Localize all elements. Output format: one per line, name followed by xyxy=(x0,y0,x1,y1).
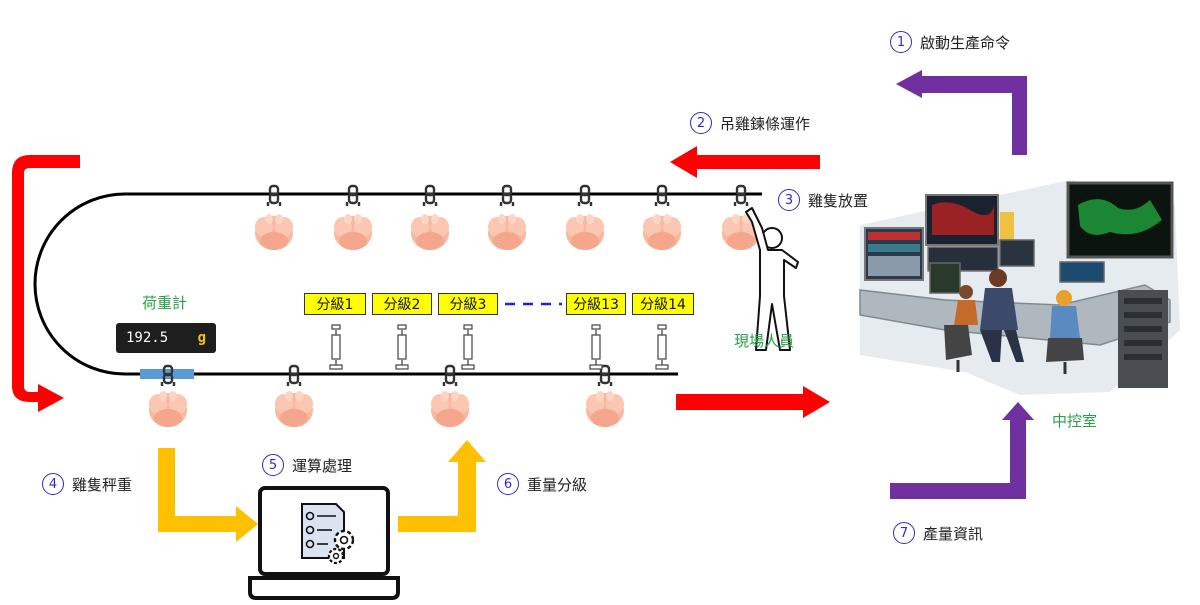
step-7-production-info: 7 產量資訊 xyxy=(893,522,983,544)
chain-run-arrow xyxy=(670,146,820,178)
step-2-chain-operation: 2 吊雞鍊條運作 xyxy=(690,112,810,134)
production-info-arrow xyxy=(890,402,1034,499)
step-6-weight-grading: 6 重量分級 xyxy=(497,473,587,495)
step-label: 雞隻放置 xyxy=(808,191,869,210)
grade-box-3: 分級3 xyxy=(438,293,498,315)
step-label: 運算處理 xyxy=(292,456,353,475)
grade-box-1: 分級1 xyxy=(304,293,366,315)
grading-result-arrow xyxy=(398,440,486,532)
control-room-icon xyxy=(859,180,1180,395)
worker-label: 現場人員 xyxy=(734,332,795,350)
upper-chain-chickens xyxy=(255,184,760,250)
weight-unit: g xyxy=(197,330,206,346)
step-number: 4 xyxy=(42,473,64,495)
step-label: 雞隻秤重 xyxy=(72,475,133,494)
step-label: 啟動生產命令 xyxy=(920,33,1011,52)
step-label: 吊雞鍊條運作 xyxy=(720,114,811,133)
step-3-chicken-placement: 3 雞隻放置 xyxy=(778,189,868,211)
step-4-chicken-weighing: 4 雞隻秤重 xyxy=(42,473,132,495)
grade-box-2: 分級2 xyxy=(372,293,432,315)
weight-value: 192.5 xyxy=(126,330,169,346)
grading-actuators xyxy=(329,324,669,370)
grade-box-14: 分級14 xyxy=(632,293,694,315)
laptop-checklist-gear-icon xyxy=(248,486,400,600)
step-number: 5 xyxy=(262,454,284,476)
loop-red-arrow xyxy=(12,155,80,412)
step-number: 6 xyxy=(497,473,519,495)
output-red-arrow xyxy=(676,386,830,418)
start-command-arrow xyxy=(896,70,1027,155)
weighing-data-arrow xyxy=(158,448,258,542)
step-label: 重量分級 xyxy=(527,475,588,494)
conveyor-chain xyxy=(33,192,762,376)
scale-weight-display: 192.5 g xyxy=(116,323,216,353)
step-label: 產量資訊 xyxy=(923,524,984,543)
worker-icon xyxy=(745,207,799,351)
step-number: 7 xyxy=(893,522,915,544)
step-number: 2 xyxy=(690,112,712,134)
step-number: 3 xyxy=(778,189,800,211)
step-5-computation: 5 運算處理 xyxy=(262,454,352,476)
step-number: 1 xyxy=(890,31,912,53)
control-room-label: 中控室 xyxy=(1052,412,1098,430)
grade-box-13: 分級13 xyxy=(566,293,626,315)
load-cell-label: 荷重計 xyxy=(142,294,188,312)
step-1-start-command: 1 啟動生產命令 xyxy=(890,31,1010,53)
